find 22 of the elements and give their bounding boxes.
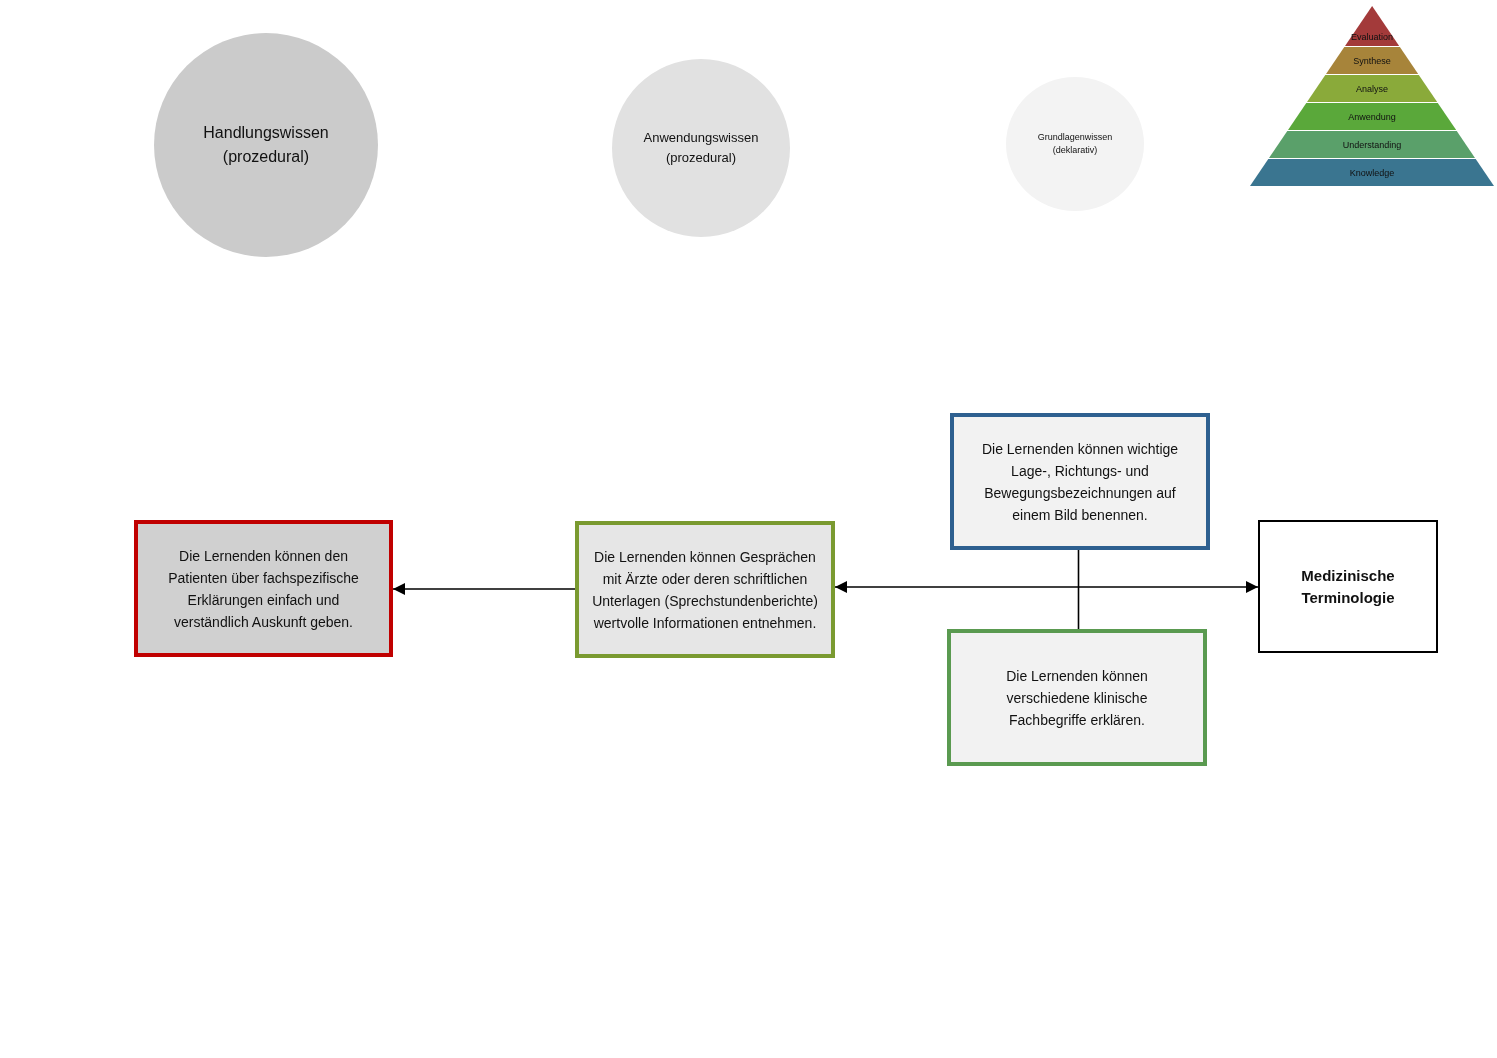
arrow: [834, 581, 1259, 593]
topic-box: [1258, 520, 1438, 653]
node-text: Die Lernenden können den Patienten über fachspezifische Erklärungen einfach und verständlich Auskunft geben.: [167, 546, 360, 632]
node-text: Handlungswissen (prozedural): [202, 123, 330, 167]
level-label: Anwendung: [1348, 112, 1396, 122]
level-label: Evaluation: [1350, 32, 1393, 42]
goal-box: [134, 520, 393, 657]
level-label: Synthese: [1353, 56, 1391, 66]
node-text: Die Lernenden können verschiedene klinische Fachbegriffe erklären.: [1005, 666, 1149, 730]
level-label: Knowledge: [1349, 168, 1395, 178]
level-label: Understanding: [1342, 140, 1402, 150]
goal-box: [575, 521, 835, 658]
level-label: Analyse: [1355, 84, 1388, 94]
goal-box: [947, 629, 1207, 766]
connector-line: [1077, 549, 1080, 630]
node-text: Medizinische Terminologie: [1300, 565, 1396, 608]
node-text: Grundlagenwissen (deklarativ): [1036, 131, 1114, 157]
goal-box: [950, 413, 1210, 550]
node-text: Anwendungswissen (prozedural): [643, 129, 759, 167]
node-text: Die Lernenden können wichtige Lage-, Richtungs- und Bewegungsbezeichnungen auf einem Bild benennen.: [980, 439, 1180, 525]
node-text: Die Lernenden können Gesprächen mit Ärzte oder deren schriftlichen Unterlagen (Sprechstundenberichte) wertvolle Informationen entnehmen.: [591, 547, 819, 633]
arrow: [392, 583, 576, 595]
